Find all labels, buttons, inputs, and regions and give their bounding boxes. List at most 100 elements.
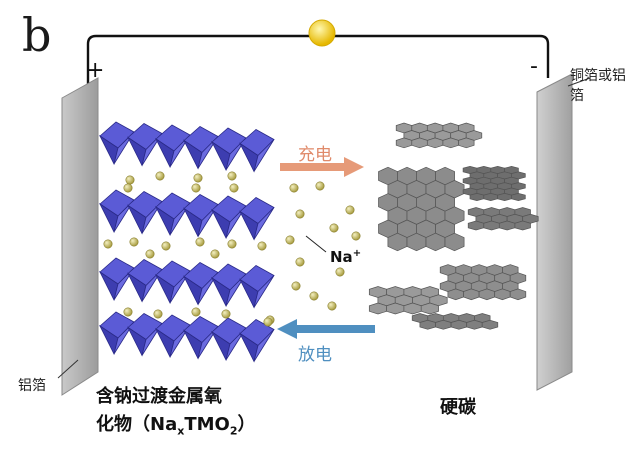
graphene-cluster [439,264,527,301]
left-current-collector [61,77,99,396]
octahedron [182,194,219,238]
sodium-ion [295,257,305,267]
formula-mid: TMO [184,414,230,435]
octahedron [154,260,191,305]
sodium-ion [221,309,231,319]
discharge-arrow [277,319,375,339]
ion-pointer [305,235,327,253]
octahedron [98,257,135,302]
ion-charge: + [352,248,362,259]
carbon-hexagon [386,302,405,315]
sodium-ion [285,235,295,245]
carbon-hexagon [466,319,483,330]
octahedron [98,311,135,356]
graphene-cluster [411,313,499,330]
sodium-ion [351,231,361,241]
octahedron [210,127,247,172]
charge-label: 充电 [298,145,332,165]
carbon-hexagon [458,137,475,149]
sodium-ion [289,183,299,193]
positive-terminal-label: + [86,58,105,83]
carbon-hexagon [435,319,452,330]
carbon-hexagon [368,302,388,315]
sodium-ions [103,171,361,327]
left-collector-pointer [57,359,79,379]
carbon-hexagon [395,137,413,149]
sodium-ion [227,239,237,249]
carbon-hexagon [478,288,496,301]
graphene-cluster [462,166,526,201]
sodium-ion [193,173,203,183]
carbon-hexagon [447,288,464,301]
sodium-ion [125,175,135,185]
sodium-ion [335,267,345,277]
sodium-ion [191,183,201,193]
right-collector-pointer [567,77,591,87]
sodium-ion [229,183,239,193]
carbon-hexagon [426,137,444,149]
sodium-ion [295,209,305,219]
carbon-hexagon [420,302,439,315]
sodium-ion [329,223,339,233]
sodium-ion [155,171,165,181]
carbon-hexagon [514,220,531,231]
carbon-hexagon [497,193,512,201]
sodium-ion [210,249,220,259]
carbon-hexagon [444,232,465,252]
sodium-ion [161,241,171,251]
octahedron [210,195,247,240]
octahedron [210,263,247,308]
octahedron [126,191,163,235]
sodium-ion [129,237,139,247]
sodium-ion [103,239,113,249]
sodium-ion [123,307,133,317]
octahedron-face [253,275,275,308]
octahedron [182,262,219,306]
formula-prefix: 化物（Na [96,414,178,435]
formula-sub-2: 2 [229,424,238,438]
lamp-icon [308,19,336,47]
panel-label: b [22,8,52,62]
carbon-hexagon [467,220,485,231]
sodium-ion [263,317,273,327]
octahedron [126,313,163,357]
graphene-cluster [378,166,465,252]
negative-terminal-label: - [530,54,538,79]
sodium-ion [153,309,163,319]
formula-suffix: ） [237,414,256,435]
sodium-ion [257,241,267,251]
sodium-ion [327,301,337,311]
sodium-ion [291,281,301,291]
graphene-cluster [368,286,448,315]
carbon-hexagon [419,319,436,330]
carbon-hexagon [483,220,500,231]
carbon-hexagon [498,220,516,231]
octahedron [182,126,219,170]
graphene-cluster [467,207,539,231]
anode-name: 硬碳 [440,397,476,418]
discharge-label: 放电 [298,345,332,365]
carbon-hexagon [469,193,485,201]
sodium-ion [315,181,325,191]
sodium-ion [195,237,205,247]
sodium-ion [309,291,319,301]
graphene-cluster [395,122,483,149]
octahedron [126,123,163,167]
carbon-hexagon [450,319,468,330]
sodium-ion-label: Na+ [330,248,361,266]
sodium-ion [345,205,355,215]
carbon-hexagon [442,137,459,149]
cathode-name: 含钠过渡金属氧 [96,386,222,407]
charge-arrow [280,157,364,177]
octahedron-face [253,139,275,172]
octahedron [98,121,135,166]
octahedron-face [253,329,275,362]
sodium-ion [227,171,237,181]
right-collector-label: 铜箔或铝箔 [570,68,626,104]
sodium-ion [145,249,155,259]
octahedron [154,124,191,169]
cathode-formula: 化物（NaxTMO2） [96,410,255,438]
left-collector-label: 铝箔 [18,378,46,394]
octahedron [238,129,275,173]
cathode-layered-structure [98,121,275,363]
